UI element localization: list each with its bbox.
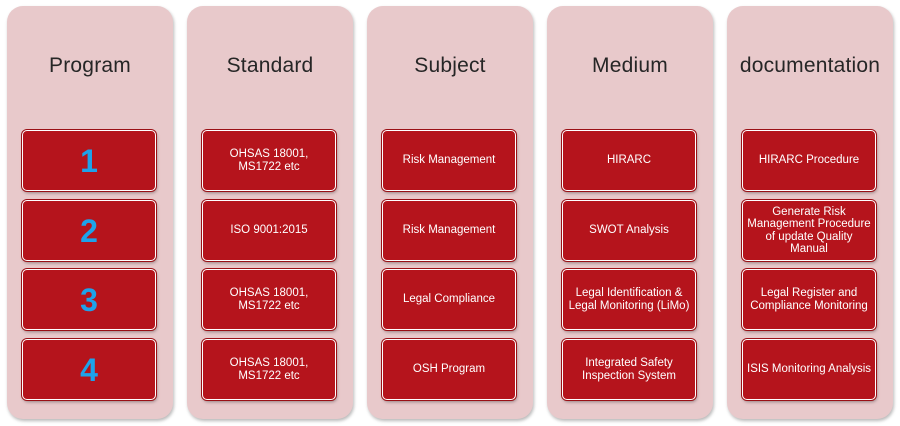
medium-cell: Integrated Safety Inspection System xyxy=(562,339,696,400)
subject-text: Legal Compliance xyxy=(402,293,496,306)
documentation-text: HIRARC Procedure xyxy=(758,154,860,167)
medium-cell: Legal Identification & Legal Monitoring … xyxy=(562,269,696,330)
medium-cell: SWOT Analysis xyxy=(562,200,696,261)
medium-text: Legal Identification & Legal Monitoring … xyxy=(568,287,690,312)
documentation-text: Generate Risk Management Procedure of up… xyxy=(747,205,871,256)
documentation-text: ISIS Monitoring Analysis xyxy=(747,363,872,376)
standard-column: Standard OHSAS 18001, MS1722 etc ISO 900… xyxy=(187,6,353,419)
subject-cell: Legal Compliance xyxy=(382,269,516,330)
medium-cell: HIRARC xyxy=(562,130,696,191)
documentation-cell: Generate Risk Management Procedure of up… xyxy=(742,200,876,261)
standard-cell: ISO 9001:2015 xyxy=(202,200,336,261)
program-number: 2 xyxy=(80,212,98,249)
column-title: Subject xyxy=(414,54,486,77)
documentation-cell: Legal Register and Compliance Monitoring xyxy=(742,269,876,330)
standard-cell: OHSAS 18001, MS1722 etc xyxy=(202,130,336,191)
medium-text: Integrated Safety Inspection System xyxy=(582,357,676,382)
program-number: 3 xyxy=(80,281,98,318)
standard-cell: OHSAS 18001, MS1722 etc xyxy=(202,339,336,400)
documentation-cell: HIRARC Procedure xyxy=(742,130,876,191)
subject-cell: OSH Program xyxy=(382,339,516,400)
standard-text: OHSAS 18001, MS1722 etc xyxy=(229,148,309,173)
subject-cell: Risk Management xyxy=(382,130,516,191)
documentation-cell: ISIS Monitoring Analysis xyxy=(742,339,876,400)
program-cell: 1 xyxy=(22,130,156,191)
program-number: 4 xyxy=(80,351,98,388)
medium-text: SWOT Analysis xyxy=(589,224,669,237)
program-number: 1 xyxy=(80,142,98,179)
medium-text: HIRARC xyxy=(606,154,652,167)
column-title: Medium xyxy=(592,54,668,77)
program-cell: 4 xyxy=(22,339,156,400)
column-title: documentation xyxy=(739,54,881,77)
program-cell: 3 xyxy=(22,269,156,330)
documentation-text: Legal Register and Compliance Monitoring xyxy=(750,287,868,312)
standard-text: OHSAS 18001, MS1722 etc xyxy=(229,357,309,382)
standard-cell: OHSAS 18001, MS1722 etc xyxy=(202,269,336,330)
medium-column: Medium HIRARC SWOT Analysis Legal Identi… xyxy=(547,6,713,419)
subject-cell: Risk Management xyxy=(382,200,516,261)
column-title: Program xyxy=(49,54,131,77)
program-column: Program 1 2 3 4 xyxy=(7,6,173,419)
documentation-column: documentation HIRARC Procedure Generate … xyxy=(727,6,893,419)
subject-text: Risk Management xyxy=(402,224,496,237)
subject-text: Risk Management xyxy=(402,154,496,167)
standard-text: OHSAS 18001, MS1722 etc xyxy=(229,287,309,312)
standard-text: ISO 9001:2015 xyxy=(230,224,308,237)
subject-text: OSH Program xyxy=(412,363,486,376)
program-cell: 2 xyxy=(22,200,156,261)
subject-column: Subject Risk Management Risk Management … xyxy=(367,6,533,419)
column-title: Standard xyxy=(226,54,314,77)
